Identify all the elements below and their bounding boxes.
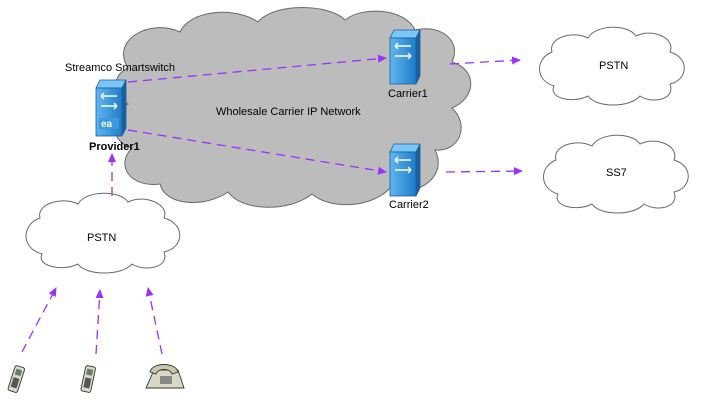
ss7-cloud [543, 134, 689, 214]
smartswitch-label: Streamco Smartswitch [65, 62, 175, 74]
arrow-phone3-pstn [145, 287, 163, 355]
pstn-right-label: PSTN [599, 60, 628, 72]
mobile-phone-icon [7, 365, 26, 393]
desk-phone-icon [145, 364, 185, 389]
arrow-carrier2-ss7 [445, 167, 523, 176]
ss7-label: SS7 [606, 167, 627, 179]
network-label: Wholesale Carrier IP Network [216, 106, 361, 118]
carrier1-switch-icon [389, 29, 421, 85]
pstn-left-label: PSTN [87, 232, 116, 244]
pstn-cloud-left [25, 192, 181, 274]
provider-label: Provider1 [89, 141, 140, 153]
carrier2-label: Carrier2 [389, 199, 429, 211]
svg-text:ea: ea [101, 119, 113, 130]
arrow-carrier1-pstn [449, 56, 521, 65]
arrow-phone2-pstn [95, 289, 104, 355]
arrow-provider-carrier2 [127, 129, 387, 175]
carrier1-label: Carrier1 [388, 88, 428, 100]
connector-arrows [21, 54, 523, 355]
carrier2-switch-icon [389, 143, 421, 197]
arrow-provider-carrier1 [127, 54, 387, 83]
pstn-cloud-right [539, 26, 685, 106]
mobile-phone-icon [80, 365, 96, 393]
arrow-phone1-pstn [21, 287, 57, 353]
provider-switch-icon: ea [95, 79, 127, 137]
